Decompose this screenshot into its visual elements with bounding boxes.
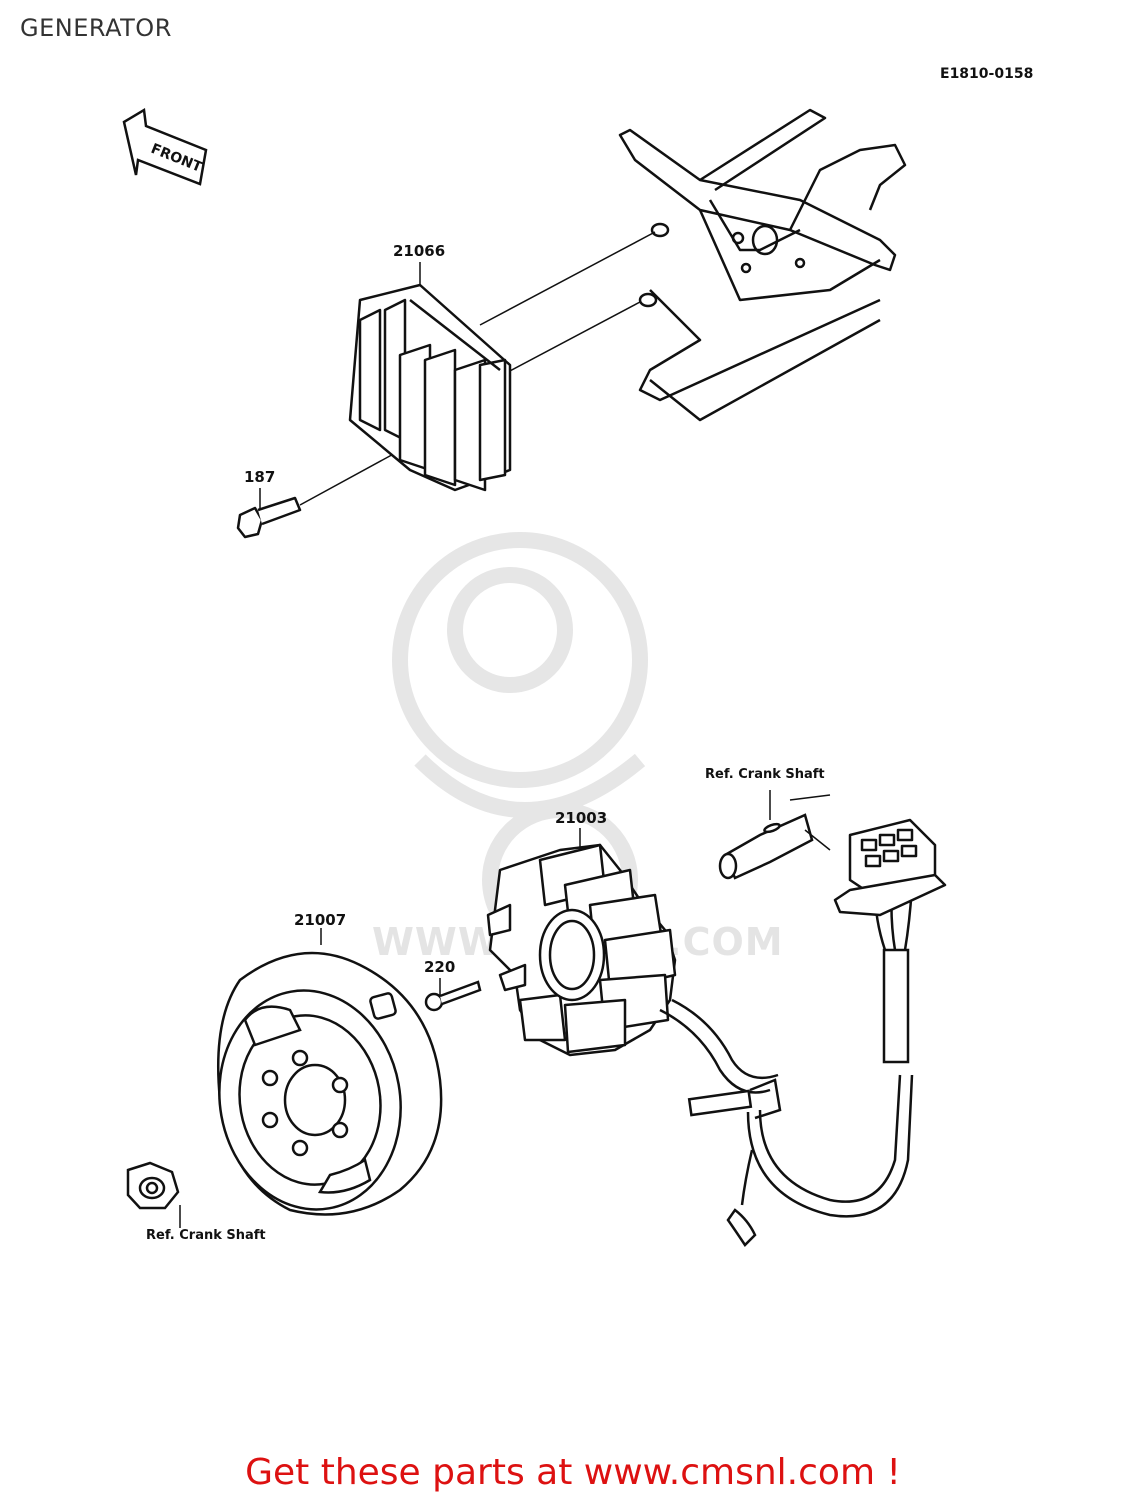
crank-nut — [126, 1161, 181, 1228]
diagram-code: E1810-0158 — [940, 66, 1034, 82]
front-arrow-icon — [122, 107, 208, 186]
part-label-rotor: 21007 — [294, 911, 347, 929]
part-label-stator: 21003 — [555, 809, 608, 827]
stator-wiring — [659, 884, 914, 1247]
rotor-flywheel — [217, 951, 443, 1216]
part-label-regulator-bolt: 187 — [244, 468, 276, 486]
stator-screw — [424, 980, 482, 1012]
part-label-regulator: 21066 — [393, 242, 446, 260]
regulator-rectifier — [348, 283, 512, 492]
frame-bracket — [618, 108, 907, 422]
ref-label-crank-shaft-bottom: Ref. Crank Shaft — [146, 1228, 266, 1243]
crank-shaft — [718, 790, 831, 880]
ref-label-crank-shaft-top: Ref. Crank Shaft — [705, 767, 825, 782]
wire-connector — [833, 818, 947, 917]
regulator-bolt — [236, 496, 302, 539]
stator-coil — [486, 843, 677, 1057]
part-leader-ticks — [259, 262, 581, 995]
page-title: GENERATOR — [20, 14, 172, 42]
promo-link[interactable]: Get these parts at www.cmsnl.com ! — [245, 1452, 901, 1493]
part-label-stator-screw: 220 — [424, 958, 456, 976]
